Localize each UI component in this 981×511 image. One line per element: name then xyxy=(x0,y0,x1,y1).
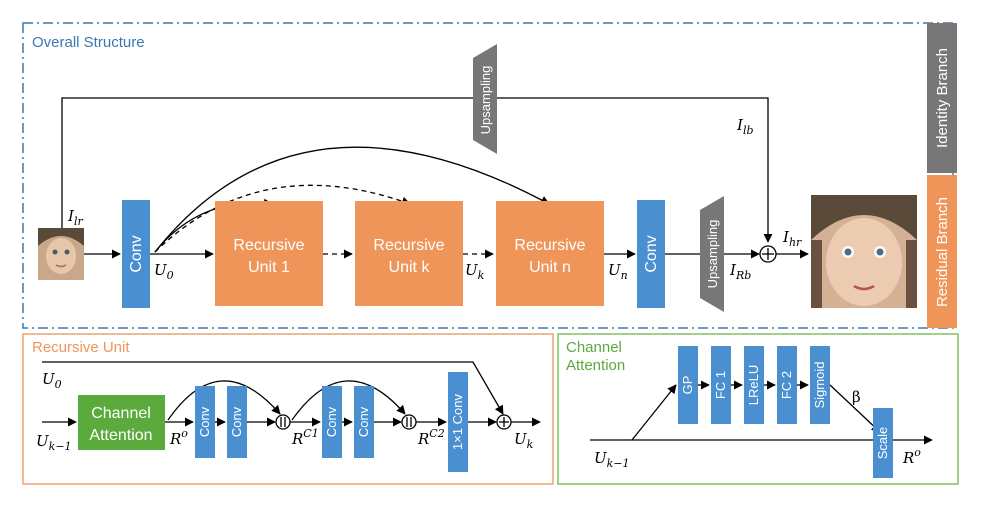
ca-fc2-block xyxy=(777,346,797,424)
ca-fc1-block-label: FC 1 xyxy=(713,371,728,399)
ca-lrelu-block xyxy=(744,346,764,424)
ru-conv-block-2-label: Conv xyxy=(229,406,244,437)
recursive-unit-n-label-bottom: Unit n xyxy=(529,259,571,276)
label-U0: U0 xyxy=(154,261,174,282)
recursive-unit-title: Recursive Unit xyxy=(32,339,130,356)
ru-sum-node xyxy=(496,414,512,430)
ca-gp-block xyxy=(678,346,698,424)
ru-conv-block-4 xyxy=(354,386,374,458)
recursive-unit-k xyxy=(355,201,463,306)
ca-label-Ro: Ro xyxy=(902,446,921,467)
low-resolution-face-image xyxy=(38,228,84,280)
ru-concat-node-2 xyxy=(401,414,417,430)
ru-label-RC2: RC2 xyxy=(417,427,445,448)
channel-attention-title-line1: Channel xyxy=(566,339,622,356)
ru-label-Ukm1: Uk−1 xyxy=(36,432,72,453)
ru-conv1x1-block xyxy=(448,372,468,472)
label-I-hr: Ihr xyxy=(782,228,802,249)
ru-label-Ro: Ro xyxy=(169,427,188,448)
label-Un: Un xyxy=(608,261,628,282)
ru-label-RC1: RC1 xyxy=(291,427,319,448)
ru-concat-node-1 xyxy=(275,414,291,430)
conv-block-first-label: Conv xyxy=(128,235,145,272)
overall-structure-title: Overall Structure xyxy=(32,34,145,51)
label-I-lr: Ilr xyxy=(67,207,83,228)
ru-channel-attention-block xyxy=(78,395,165,450)
ca-sigmoid-block-label: Sigmoid xyxy=(812,362,827,409)
recursive-unit-k-label-top: Recursive xyxy=(373,237,444,254)
identity-branch-bar xyxy=(927,23,957,173)
ca-label-Ukm1: Uk−1 xyxy=(594,449,630,470)
ru-conv-block-3 xyxy=(322,386,342,458)
sum-node-overall xyxy=(759,245,777,263)
recursive-unit-frame xyxy=(22,333,554,485)
ca-sigmoid-block xyxy=(810,346,830,424)
ru-conv-block-1 xyxy=(195,386,215,458)
recursive-unit-k-label-bottom: Unit k xyxy=(389,259,431,276)
residual-branch-label: Residual Branch xyxy=(934,197,951,307)
identity-upsampling-block xyxy=(473,44,497,154)
identity-upsampling-label: Upsampling xyxy=(478,66,493,135)
residual-branch-bar xyxy=(927,175,957,328)
ca-fc2-block-label: FC 2 xyxy=(779,371,794,399)
ca-lrelu-block-label: LReLU xyxy=(746,365,761,405)
label-Uk: Uk xyxy=(465,261,485,282)
conv-block-first xyxy=(122,200,150,308)
ru-label-U0: U0 xyxy=(42,370,62,391)
ca-scale-block-label: Scale xyxy=(875,427,890,460)
ca-label-beta: β xyxy=(852,388,861,406)
recursive-unit-n-label-top: Recursive xyxy=(514,237,585,254)
ca-fc1-block xyxy=(711,346,731,424)
ru-conv1x1-block-label: 1×1 Conv xyxy=(450,393,465,450)
label-I-lb: Ilb xyxy=(736,116,754,137)
ru-conv-block-3-label: Conv xyxy=(324,406,339,437)
ru-channel-attention-label-top: Channel xyxy=(91,405,151,422)
channel-attention-title-line2: Attention xyxy=(566,357,625,374)
label-I-Rb: IRb xyxy=(729,261,751,282)
recursive-unit-1-label-bottom: Unit 1 xyxy=(248,259,290,276)
recursive-unit-1 xyxy=(215,201,323,306)
ru-conv-block-1-label: Conv xyxy=(197,406,212,437)
recursive-unit-1-label-top: Recursive xyxy=(233,237,304,254)
residual-upsampling-label: Upsampling xyxy=(705,220,720,289)
residual-upsampling-block xyxy=(700,196,724,312)
ca-scale-block xyxy=(873,408,893,478)
ru-label-Uk: Uk xyxy=(514,430,534,451)
identity-branch-label: Identity Branch xyxy=(934,48,951,148)
conv-block-last-label: Conv xyxy=(643,235,660,272)
recursive-unit-n xyxy=(496,201,604,306)
ru-conv-block-4-label: Conv xyxy=(356,406,371,437)
ru-conv-block-2 xyxy=(227,386,247,458)
channel-attention-frame xyxy=(557,333,959,485)
high-resolution-face-image xyxy=(811,195,917,308)
ru-channel-attention-label-bottom: Attention xyxy=(89,427,152,444)
ca-gp-block-label: GP xyxy=(680,376,695,395)
conv-block-last xyxy=(637,200,665,308)
